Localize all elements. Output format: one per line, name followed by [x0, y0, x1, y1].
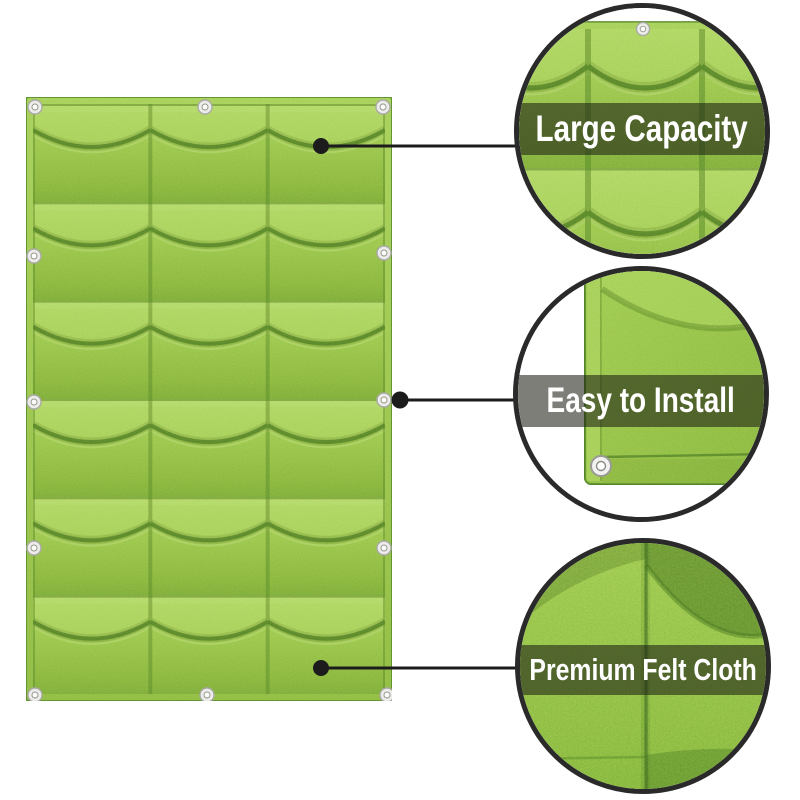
callout-circle-premium-felt: Premium Felt Cloth [515, 538, 771, 794]
feature-label-band: Premium Felt Cloth [520, 645, 766, 695]
planter-body [26, 97, 392, 701]
planter-photo [26, 97, 392, 701]
callout-connector-easy-install [391, 391, 520, 409]
grommet-eyelet [635, 21, 651, 37]
feature-label: Easy to Install [546, 381, 736, 420]
feature-label: Large Capacity [535, 108, 749, 149]
grommet-eyelet [590, 455, 612, 477]
feature-label: Premium Felt Cloth [529, 652, 757, 687]
feature-label-band: Large Capacity [519, 103, 765, 155]
feature-label-band: Easy to Install [518, 375, 764, 427]
callout-circle-easy-install: Easy to Install [513, 266, 769, 522]
callout-circle-large-capacity: Large Capacity [514, 3, 770, 259]
